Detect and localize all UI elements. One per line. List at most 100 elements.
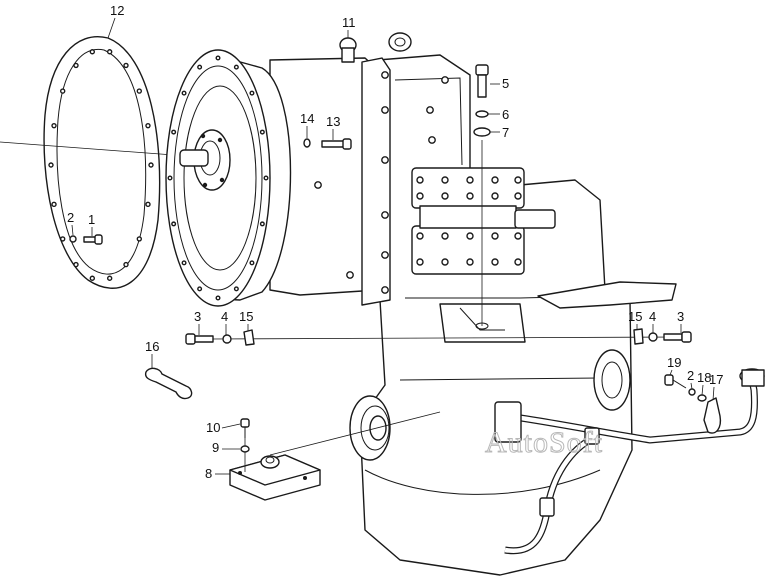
gasket-hole <box>59 236 66 242</box>
case-bolt <box>314 181 322 189</box>
gasket-hole <box>106 275 113 281</box>
bolt-axis-line <box>209 336 681 340</box>
callout-17: 17 <box>709 372 723 387</box>
callouts: 12 11 5 6 7 14 13 2 1 3 4 15 16 15 4 3 1 <box>67 3 723 481</box>
gasket-hole <box>148 162 154 168</box>
callout-4-right: 4 <box>649 309 656 324</box>
valve-bolt <box>514 176 522 184</box>
rear-output-flange <box>593 349 631 411</box>
bolt-3-left <box>185 333 214 345</box>
valve-bolt <box>491 232 499 240</box>
gasket-hole <box>123 261 129 268</box>
valve-bolt <box>491 192 499 200</box>
bolt-10 <box>240 418 250 438</box>
flange-bolt <box>215 295 221 301</box>
control-valve-block <box>411 167 556 275</box>
case-bolt <box>381 286 389 294</box>
callout-8: 8 <box>205 466 212 481</box>
gasket-hole <box>59 88 66 94</box>
gasket-hole <box>123 62 129 69</box>
valve-bolt <box>491 258 499 266</box>
callout-16: 16 <box>145 339 159 354</box>
flange-bolt <box>259 221 265 227</box>
input-shaft-hub <box>179 129 231 191</box>
gasket-hole <box>73 62 79 69</box>
bolt-13 <box>321 138 352 150</box>
gasket-hole <box>89 275 96 281</box>
callout-18: 18 <box>697 370 711 385</box>
flange-bolt <box>181 260 187 266</box>
callout-2-right: 2 <box>687 368 694 383</box>
callout-6: 6 <box>502 107 509 122</box>
flange-bolt <box>249 260 255 266</box>
callout-9: 9 <box>212 440 219 455</box>
callout-12: 12 <box>110 3 124 18</box>
callout-11: 11 <box>342 15 356 30</box>
case-bolt <box>381 71 389 79</box>
callout-3-right: 3 <box>677 309 684 324</box>
gasket-hole <box>136 236 143 242</box>
callout-7: 7 <box>502 125 509 140</box>
valve-bolt <box>466 258 474 266</box>
flange-bolt <box>167 175 173 181</box>
callout-3-left: 3 <box>194 309 201 324</box>
flange-bolt <box>197 64 203 70</box>
mounting-bracket <box>439 140 677 343</box>
pipe-clamp-17 <box>703 397 722 434</box>
case-bolt <box>381 156 389 164</box>
flange-bolt <box>215 55 221 61</box>
gasket-hole <box>73 261 79 268</box>
gasket-hole <box>145 122 151 129</box>
valve-bolt <box>466 232 474 240</box>
valve-bolt <box>416 232 424 240</box>
valve-bolt <box>441 176 449 184</box>
case-bolt <box>428 136 436 144</box>
flange-bolt <box>181 90 187 96</box>
valve-bolt <box>416 176 424 184</box>
washer-2-left <box>69 235 77 243</box>
case-bolt <box>441 76 449 84</box>
case-bolt <box>381 106 389 114</box>
flange-bolt <box>249 90 255 96</box>
flange-bolt <box>259 129 265 135</box>
washer-7 <box>473 127 491 137</box>
gasket-hole <box>145 201 151 208</box>
output-flange <box>349 395 391 461</box>
gasket-hole <box>106 49 113 55</box>
washer-4-left <box>222 334 232 344</box>
valve-bolt <box>441 258 449 266</box>
gasket-hole <box>48 162 54 168</box>
lock-plate-15-right <box>633 328 644 345</box>
case-bolt <box>381 211 389 219</box>
callout-15-right: 15 <box>628 309 642 324</box>
gasket-hole <box>51 201 57 208</box>
flange-bolt <box>233 64 239 70</box>
gasket-ring <box>43 36 161 289</box>
valve-bolt <box>416 192 424 200</box>
callout-14: 14 <box>300 111 314 126</box>
lock-plate-15-left <box>243 329 255 346</box>
flange-bolt <box>233 286 239 292</box>
case-bolt <box>381 251 389 259</box>
watermark: AutoSoft <box>485 426 603 459</box>
washer-9 <box>240 445 250 453</box>
washer-18 <box>697 394 707 402</box>
washer-14 <box>303 138 311 148</box>
callout-1: 1 <box>88 212 95 227</box>
flange-bolt <box>197 286 203 292</box>
case-bolt <box>426 106 434 114</box>
support-bracket-plate <box>229 411 441 501</box>
valve-bolt <box>466 192 474 200</box>
valve-bolt <box>441 232 449 240</box>
callout-2-left: 2 <box>67 210 74 225</box>
washer-4-right <box>648 332 658 342</box>
bolt-1 <box>83 234 103 245</box>
flange-bolt <box>263 175 269 181</box>
washer-2-right <box>688 388 696 396</box>
valve-bolt <box>441 192 449 200</box>
case-bolt <box>346 271 354 279</box>
gasket-hole <box>89 49 96 55</box>
bolt-3-right <box>663 331 692 343</box>
gasket-hole <box>136 88 143 94</box>
callout-5: 5 <box>502 76 509 91</box>
